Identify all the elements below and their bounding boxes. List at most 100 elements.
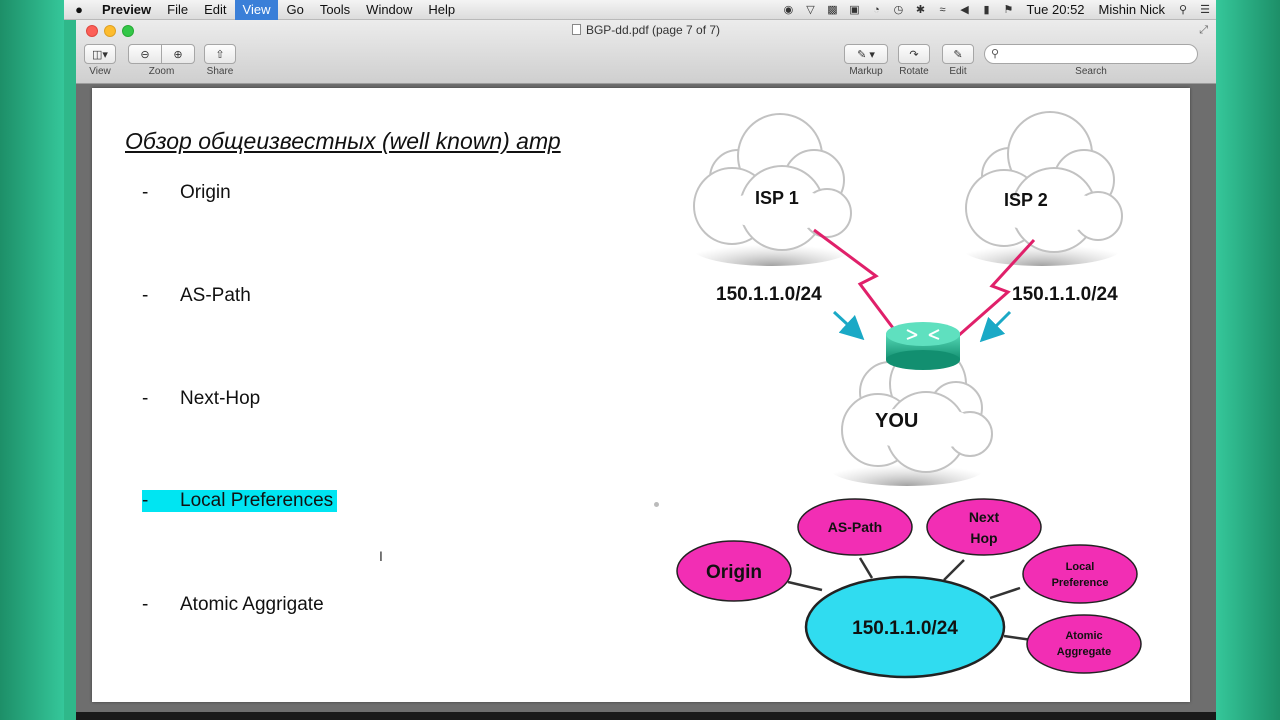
search-field[interactable]: ⚲ — [984, 44, 1198, 64]
page-dot — [654, 502, 659, 507]
menu-bar: ● Preview File Edit View Go Tools Window… — [64, 0, 1216, 20]
capture-edge-left — [0, 0, 64, 720]
menu-clock[interactable]: Tue 20:52 — [1026, 2, 1085, 17]
mindmap-node-origin: Origin — [676, 540, 792, 602]
window-titlebar: BGP-dd.pdf (page 7 of 7) ⤢ ◫▾ View ⊖ ⊕ Z… — [76, 20, 1216, 84]
battery-icon[interactable]: ▮ — [983, 4, 990, 16]
mindmap-atomic-label-2: Aggregate — [1057, 646, 1111, 658]
mindmap-as-path-label: AS-Path — [828, 519, 882, 535]
pen-icon: ✎ ▾ — [857, 48, 875, 61]
share-label: Share — [206, 66, 234, 77]
mindmap-node-local-preference: Local Preference — [1022, 544, 1138, 604]
menu-view[interactable]: View — [234, 0, 279, 20]
preview-window: BGP-dd.pdf (page 7 of 7) ⤢ ◫▾ View ⊖ ⊕ Z… — [76, 20, 1216, 712]
bullet-dash: - — [142, 285, 149, 306]
window-title: BGP-dd.pdf (page 7 of 7) — [76, 23, 1216, 37]
edit-pencil-icon: ✎ — [953, 48, 963, 61]
notification-list-icon[interactable]: ☰ — [1200, 4, 1210, 16]
wifi-icon[interactable]: ≈ — [939, 3, 946, 16]
mindmap-origin-label: Origin — [706, 562, 762, 583]
menu-user[interactable]: Mishin Nick — [1098, 2, 1165, 17]
menu-file[interactable]: File — [167, 1, 189, 17]
isp1-label: ISP 1 — [755, 188, 799, 208]
bullet-dash: - — [142, 490, 149, 511]
bullet-local-preferences-selected[interactable]: - Local Preferences — [142, 490, 338, 512]
bluetooth-icon[interactable]: ✱ — [915, 4, 926, 16]
sidebar-view-button[interactable]: ◫▾ — [84, 44, 116, 64]
status-area: ◉ ▽ ▩ ▣ ◔ ◷ ✱ ≈ ◀ ▮ ⚑ Tue 20:52 Mishin N… — [777, 0, 1216, 20]
mindmap-node-next-hop: Next Hop — [926, 498, 1042, 556]
bullet-text: Atomic Aggrigate — [180, 594, 324, 615]
zoom-in-icon: ⊕ — [173, 48, 183, 61]
zoom-label: Zoom — [148, 66, 175, 77]
markup-label: Markup — [849, 66, 883, 77]
network-diagram: ISP 1 ISP 2 YOU 150.1.1.0/24 150.1.1.0/2… — [676, 111, 1142, 679]
prefix-label-left: 150.1.1.0/24 — [716, 284, 822, 305]
clock-menu-icon[interactable]: ◷ — [893, 4, 904, 16]
mindmap-local-pref-label-2: Preference — [1052, 577, 1109, 589]
rotate-label: Rotate — [899, 66, 929, 77]
search-icon: ⚲ — [991, 48, 1000, 60]
minimize-button[interactable] — [104, 25, 116, 37]
bullet-origin: - Origin — [142, 182, 231, 204]
you-label: YOU — [875, 410, 918, 432]
menu-app-preview[interactable]: Preview — [102, 1, 152, 17]
arrow-left-advert — [832, 310, 865, 341]
spotlight-search-icon[interactable]: ⚲ — [1178, 4, 1188, 16]
search-input[interactable] — [1005, 47, 1191, 61]
mindmap-center-node — [804, 575, 1006, 679]
bullet-as-path: - AS-Path — [142, 285, 251, 307]
fullscreen-icon[interactable]: ⤢ — [1199, 24, 1208, 36]
arrow-right-advert — [979, 310, 1012, 343]
briefcase-icon[interactable]: ▩ — [827, 4, 838, 16]
bullet-text: AS-Path — [180, 285, 251, 306]
isp1-cloud — [693, 113, 852, 251]
menu-go[interactable]: Go — [286, 1, 304, 17]
pdf-document-icon — [571, 24, 581, 35]
prefix-label-right: 150.1.1.0/24 — [1012, 284, 1118, 305]
bullet-dash: - — [142, 594, 149, 615]
mindmap-node-atomic-aggregate: Atomic Aggregate — [1026, 614, 1142, 674]
share-button[interactable]: ⇧ — [204, 44, 236, 64]
menu-window[interactable]: Window — [366, 1, 413, 17]
display-icon[interactable]: ▣ — [849, 4, 860, 16]
markup-button[interactable]: ✎ ▾ — [844, 44, 888, 64]
window-bottom-edge — [76, 712, 1216, 720]
pdf-page[interactable]: Обзор общеизвестных (well known) атр - O… — [92, 88, 1190, 702]
zoom-in-button[interactable]: ⊕ — [161, 44, 195, 64]
shield-icon[interactable]: ▽ — [806, 4, 815, 16]
bullet-dash: - — [142, 182, 149, 203]
bullet-next-hop: - Next-Hop — [142, 388, 260, 410]
menu-help[interactable]: Help — [428, 1, 456, 17]
edit-label: Edit — [949, 66, 967, 77]
bullet-text: Local Preferences — [180, 490, 334, 511]
slide-title: Обзор общеизвестных (well known) атр — [125, 128, 561, 154]
close-button[interactable] — [86, 25, 98, 37]
volume-icon[interactable]: ◀ — [960, 4, 969, 16]
menu-tools[interactable]: Tools — [319, 1, 351, 17]
view-label: View — [89, 66, 111, 77]
rotate-button[interactable]: ↷ — [898, 44, 930, 64]
record-icon[interactable]: ◉ — [783, 4, 794, 16]
bullet-atomic-aggrigate: - Atomic Aggrigate — [142, 594, 324, 616]
apple-menu-icon[interactable]: ● — [75, 2, 83, 17]
menu-edit[interactable]: Edit — [204, 1, 227, 17]
window-title-text: BGP-dd.pdf (page 7 of 7) — [585, 23, 721, 37]
flag-icon[interactable]: ⚑ — [1003, 4, 1014, 16]
isp2-cloud — [965, 111, 1123, 253]
bullet-text: Next-Hop — [180, 388, 261, 409]
rotate-icon: ↷ — [909, 48, 919, 61]
mindmap-atomic-label-1: Atomic — [1065, 630, 1102, 642]
search-label: Search — [1075, 66, 1107, 77]
zoom-out-button[interactable]: ⊖ — [128, 44, 162, 64]
zoom-window-button[interactable] — [122, 25, 134, 37]
capture-edge-right — [1216, 0, 1280, 720]
mindmap-center-label: 150.1.1.0/24 — [852, 618, 958, 639]
edit-button[interactable]: ✎ — [942, 44, 974, 64]
text-cursor-icon: I — [379, 548, 383, 564]
share-icon: ⇧ — [215, 48, 225, 61]
link-isp2-router — [957, 238, 1036, 338]
mindmap-next-hop-label-1: Next — [969, 509, 1000, 525]
time-machine-icon[interactable]: ◔ — [873, 3, 880, 16]
zoom-out-icon: ⊖ — [140, 48, 150, 61]
